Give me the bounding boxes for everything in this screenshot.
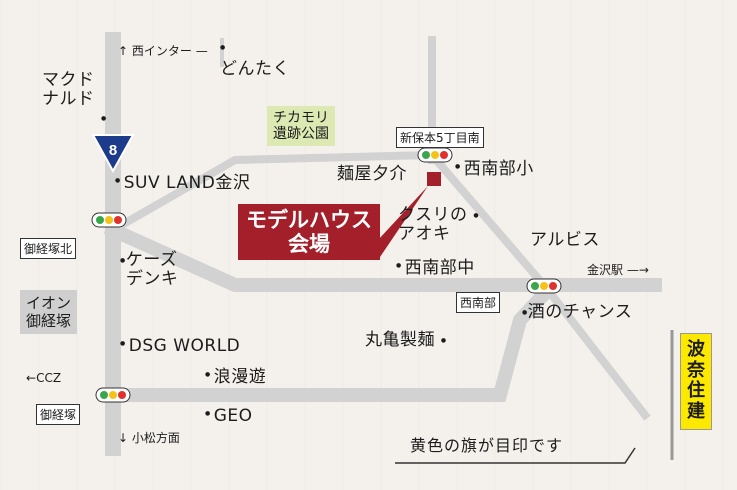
- route-number: 8: [109, 142, 117, 159]
- venue-line1: モデルハウス: [246, 208, 372, 232]
- landmark-keizu-line2: デンキ: [125, 268, 179, 289]
- landmark-suv-land: SUV LAND金沢: [115, 174, 250, 193]
- landmark-sake-text: 酒のチャンス: [527, 302, 633, 322]
- mall-aeon-okyozuka: イオン 御経塚: [20, 290, 78, 334]
- direction-nishi-ic-text: 西インター: [131, 44, 192, 58]
- intersection-seinanbu: 西南部: [456, 292, 501, 313]
- hana-juken-flag: 波奈住建: [680, 333, 712, 430]
- landmark-sake-no-chance: ●酒のチャンス: [522, 302, 633, 322]
- venue-marker: [427, 172, 441, 186]
- footer-note: 黄色の旗が目印です: [410, 436, 564, 455]
- flag-char-2: 住: [687, 380, 705, 402]
- intersection-shinbo: 新保本5丁目南: [396, 127, 484, 148]
- direction-komatsu-text: 小松方面: [131, 431, 180, 445]
- mall-line1: イオン: [26, 294, 72, 312]
- landmark-keizu-denki: ●ケーズ デンキ: [120, 250, 179, 289]
- direction-komatsu: ↓ 小松方面: [118, 431, 180, 445]
- traffic-light-okyozuka: [95, 387, 131, 403]
- landmark-marugame: 丸亀製麺 ●: [365, 330, 447, 350]
- venue-line2: 会場: [288, 232, 330, 257]
- landmark-albis: アルビス: [530, 230, 600, 250]
- road-east-west: [103, 220, 662, 292]
- landmark-dontaku: どんたく: [220, 41, 290, 78]
- landmark-mcd-line2: ナルド: [42, 88, 95, 109]
- landmark-kusuri-line1: クスリの: [398, 205, 468, 225]
- venue-callout: モデルハウス 会場: [238, 204, 380, 261]
- flag-char-3: 建: [687, 401, 705, 423]
- road-south: [106, 280, 558, 402]
- landmark-dsg-text: DSG WORLD: [128, 336, 241, 356]
- landmark-mcd-line1: マクド: [42, 70, 95, 90]
- flag-text: 波奈住建: [687, 339, 705, 422]
- landmark-dontaku-text: どんたく: [220, 58, 290, 79]
- footer-underline: [395, 447, 636, 464]
- landmark-kusuri-aoki: クスリの ● アオキ: [398, 205, 480, 244]
- landmark-dsg-world: DSG WORLD: [120, 337, 240, 356]
- route-8-shield-icon: 8: [91, 134, 135, 173]
- traffic-light-seinanbu: [526, 278, 562, 294]
- landmark-romanyu-text: 浪漫遊: [213, 367, 267, 387]
- direction-kanazawa-station-text: 金沢駅: [587, 263, 624, 277]
- direction-nishi-ic: ↑ 西インター —: [118, 44, 208, 58]
- landmark-marugame-text: 丸亀製麺: [365, 330, 435, 350]
- landmark-kusuri-line2: アオキ: [398, 223, 451, 244]
- landmark-geo: GEO: [205, 407, 253, 426]
- intersection-okyozuka-kita: 御経塚北: [20, 238, 77, 259]
- landmark-mcdonalds: マクド ナルド: [42, 71, 95, 108]
- direction-ccz: ←CCZ: [26, 371, 62, 385]
- landmark-seinanbu-chu: 西南部中: [396, 259, 475, 278]
- landmark-keizu-line1: ケーズ: [125, 250, 178, 270]
- direction-kanazawa-station: 金沢駅 —→: [587, 263, 649, 277]
- landmark-seinanbu-chu-text: 西南部中: [404, 258, 475, 278]
- landmark-suv-land-text: SUV LAND金沢: [123, 173, 251, 193]
- landmark-romanyu: 浪漫遊: [205, 368, 266, 387]
- traffic-light-okyozuka-kita: [91, 212, 127, 228]
- traffic-lights: [91, 147, 562, 403]
- landmark-seinanbu-sho-text: 西南部小: [463, 159, 534, 179]
- park-chikamori: チカモリ 遺跡公園: [267, 106, 335, 147]
- flag-char-1: 奈: [687, 359, 705, 381]
- landmark-geo-text: GEO: [213, 406, 253, 426]
- intersection-okyozuka: 御経塚: [36, 404, 81, 425]
- direction-ccz-text: CCZ: [36, 371, 62, 385]
- road-chikamori: [107, 150, 437, 236]
- park-line2: 遺跡公園: [273, 126, 329, 143]
- mcd-dot: ●: [101, 115, 107, 122]
- landmark-seinanbu-sho: 西南部小: [455, 160, 534, 179]
- mall-line2: 御経塚: [26, 312, 72, 330]
- venue-callout-pointer: [378, 186, 428, 260]
- traffic-light-shinbo: [417, 147, 453, 163]
- landmark-menya: 麺屋夕介: [337, 164, 407, 184]
- flag-char-0: 波: [687, 339, 705, 360]
- park-line1: チカモリ: [273, 110, 329, 126]
